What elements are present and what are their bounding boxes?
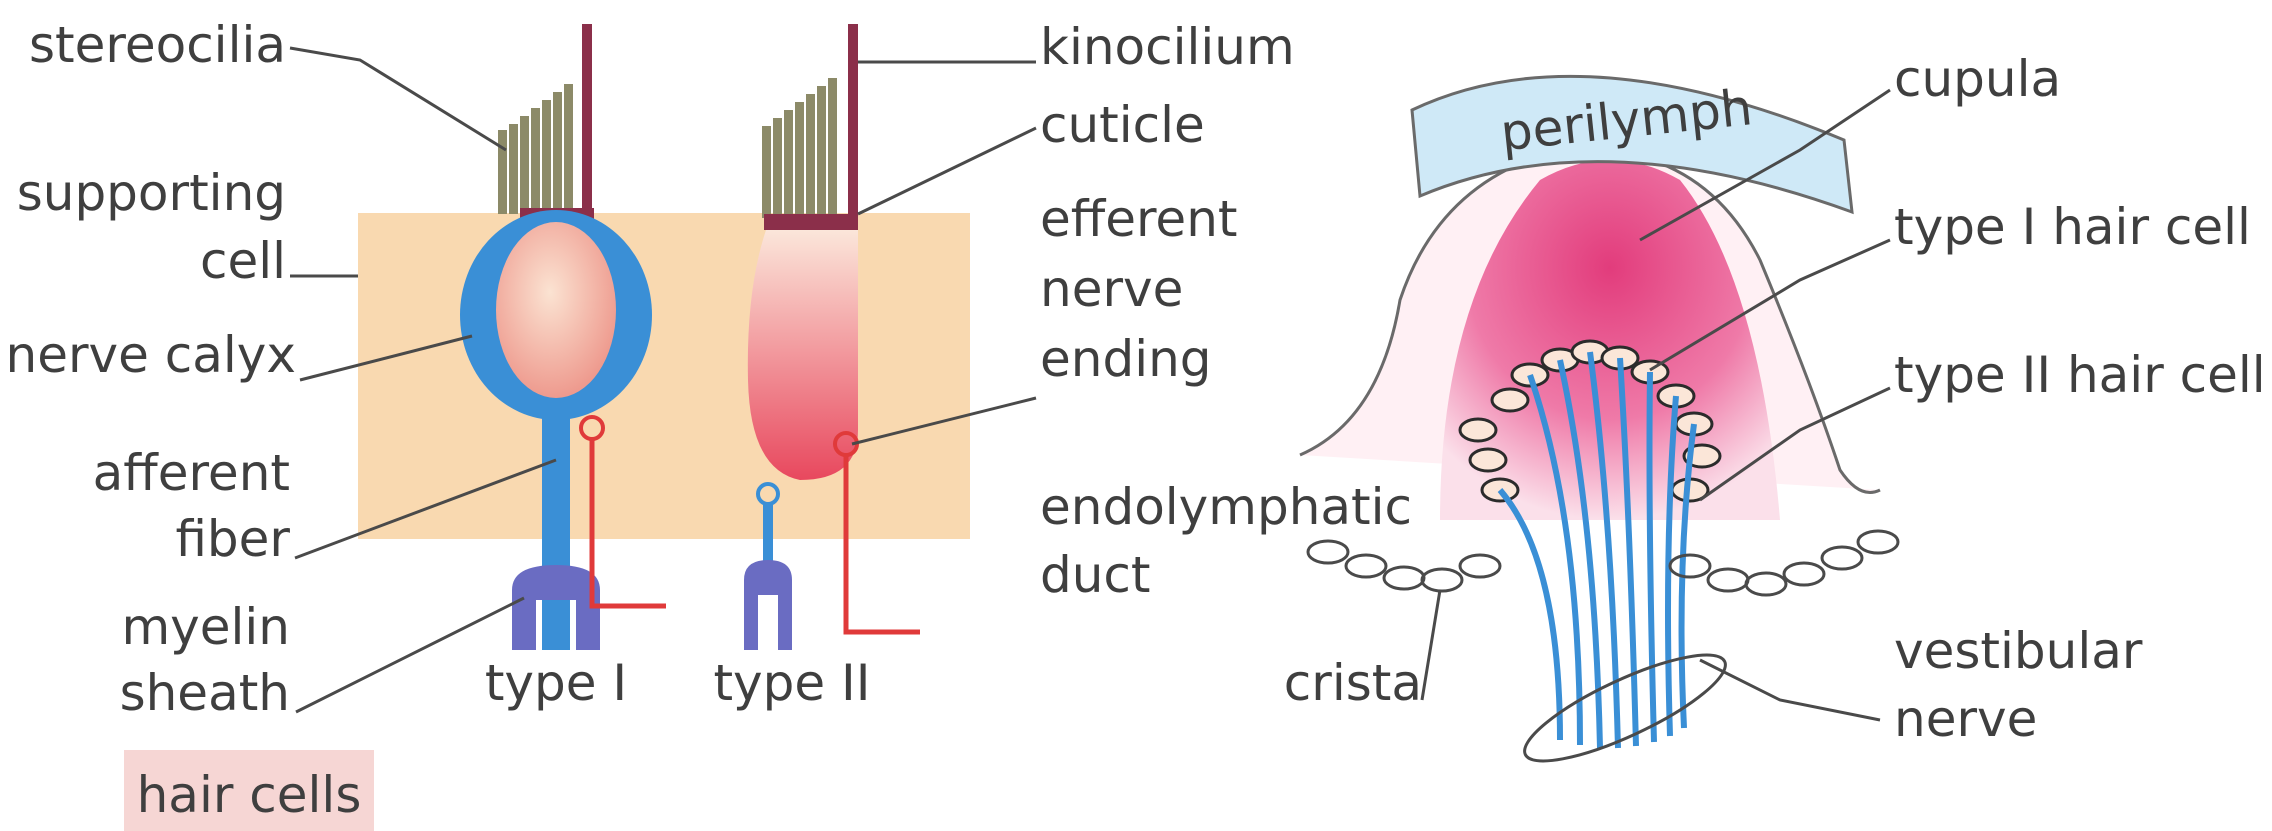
stereocilia-bundle-type-ii <box>762 78 837 218</box>
type-i-hair-cell <box>460 24 666 650</box>
label-cell: cell <box>200 232 286 290</box>
crista-epithelium-right <box>1670 531 1898 595</box>
label-cuticle: cuticle <box>1040 96 1205 154</box>
kinocilium-type-i <box>582 24 592 214</box>
label-nerve-left: nerve <box>1040 260 1183 318</box>
type-ii-cell-body <box>748 230 858 480</box>
diagram-labels: stereocilia supporting cell nerve calyx … <box>6 16 2266 824</box>
label-type-ii-hair-cell: type II hair cell <box>1894 346 2266 404</box>
label-endolymphatic: endolymphatic <box>1040 478 1412 536</box>
label-fiber: fiber <box>175 510 290 568</box>
label-type-ii: type II <box>713 654 870 712</box>
label-nerve-right: nerve <box>1894 690 2037 748</box>
label-type-i-hair-cell: type I hair cell <box>1894 198 2251 256</box>
caption-hair-cells: hair cells <box>137 766 362 824</box>
stereocilia-bundle-type-i <box>498 84 573 214</box>
crista-epithelium-left <box>1308 541 1500 591</box>
label-afferent: afferent <box>93 444 290 502</box>
label-nerve-calyx: nerve calyx <box>6 326 296 384</box>
label-efferent: efferent <box>1040 190 1238 248</box>
label-crista: crista <box>1284 654 1422 712</box>
label-cupula: cupula <box>1894 50 2061 108</box>
label-kinocilium: kinocilium <box>1040 18 1295 76</box>
label-ending: ending <box>1040 330 1212 388</box>
label-duct: duct <box>1040 546 1151 604</box>
label-vestibular: vestibular <box>1894 622 2143 680</box>
kinocilium-type-ii <box>848 24 858 218</box>
label-type-i: type I <box>485 654 627 712</box>
type-i-cell-body <box>496 222 616 398</box>
label-sheath: sheath <box>120 664 290 722</box>
supporting-cell-region <box>358 213 970 539</box>
label-myelin: myelin <box>121 598 290 656</box>
label-supporting: supporting <box>17 164 286 222</box>
afferent-fiber-type-i <box>542 405 570 650</box>
label-stereocilia: stereocilia <box>29 16 286 74</box>
cuticular-plate-type-ii <box>764 214 858 230</box>
vestibular-nerve-sheath <box>1513 636 1736 780</box>
